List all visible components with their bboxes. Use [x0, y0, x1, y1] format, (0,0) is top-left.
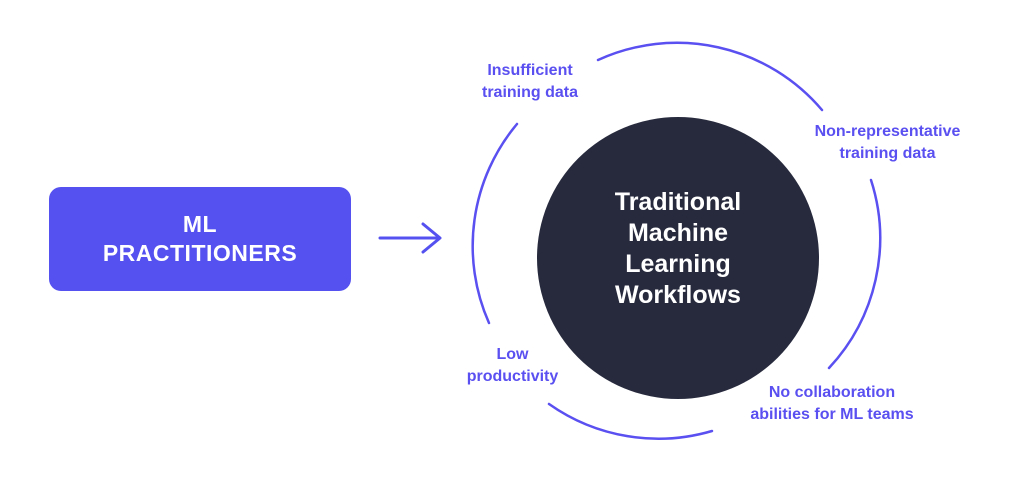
challenge-line-2: productivity [466, 368, 559, 385]
center-line-1: Traditional [614, 188, 742, 216]
challenge-line-2: training data [481, 84, 578, 101]
ml-practitioners-label: ML PRACTITIONERS [103, 210, 297, 268]
challenge-line-1: Low [496, 346, 529, 363]
ring-arc-bottom [547, 402, 714, 440]
center-line-2: Machine [627, 219, 729, 247]
arrow-right-icon [378, 222, 442, 254]
center-circle [537, 117, 819, 399]
challenge-low-productivity: Low productivity [440, 344, 585, 388]
ml-practitioners-box: ML PRACTITIONERS [49, 187, 351, 291]
center-title: Traditional Machine Learning Workflows [561, 187, 795, 311]
challenge-line-1: Insufficient [487, 62, 573, 79]
challenge-line-1: No collaboration [768, 384, 896, 401]
ring-arc-left [471, 122, 519, 325]
ring-arc-right [827, 178, 882, 370]
ring-arc-top [596, 41, 824, 112]
challenge-no-collaboration: No collaboration abilities for ML teams [712, 382, 952, 426]
challenge-non-representative-data: Non-representative training data [790, 121, 985, 165]
challenge-insufficient-data: Insufficient training data [455, 60, 605, 104]
source-line-1: ML [182, 211, 218, 237]
challenge-line-2: training data [839, 145, 936, 162]
center-line-4: Workflows [615, 281, 741, 309]
center-line-3: Learning [625, 250, 731, 278]
challenge-line-1: Non-representative [814, 123, 961, 140]
challenge-line-2: abilities for ML teams [750, 406, 914, 423]
source-line-2: PRACTITIONERS [102, 240, 298, 266]
